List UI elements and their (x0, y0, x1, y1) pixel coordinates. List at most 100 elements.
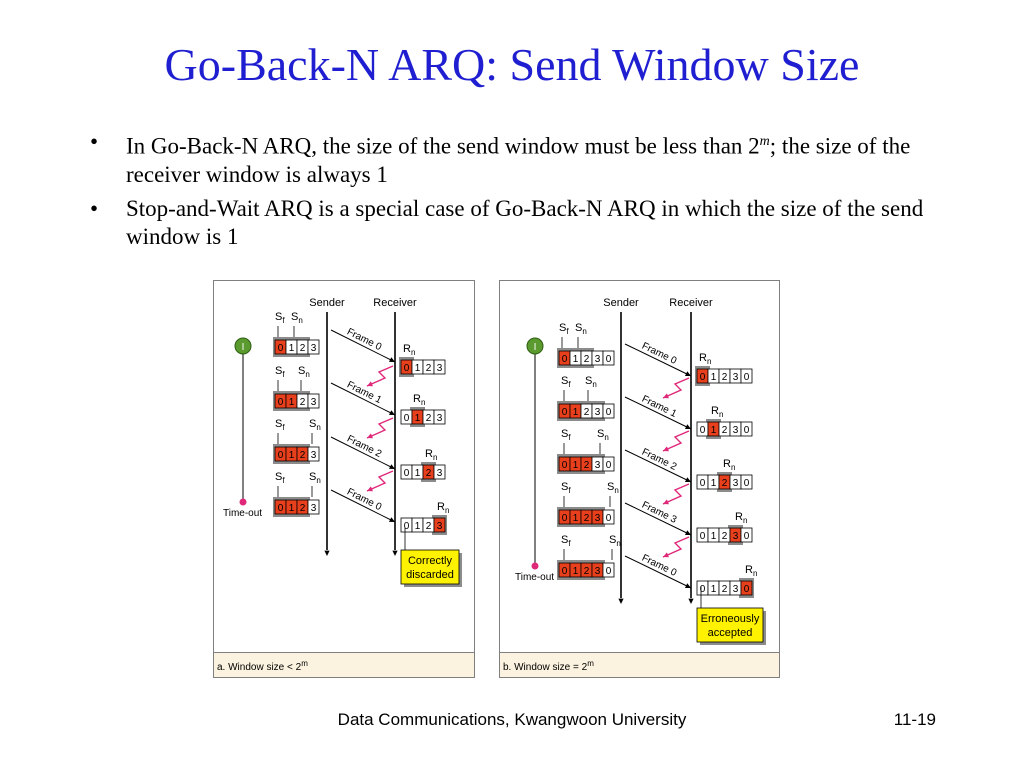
bullet-text: Stop-and-Wait ARQ is a special case of G… (126, 195, 924, 249)
bullet-item: • Stop-and-Wait ARQ is a special case of… (90, 195, 950, 251)
window-slot-number: 2 (300, 397, 306, 408)
sn-label: Sn (291, 311, 303, 325)
window-slot-number: 2 (426, 468, 432, 479)
window-slot-number: 0 (562, 460, 568, 471)
bullet-glyph: • (90, 195, 99, 221)
timeout-dot (239, 498, 247, 506)
bullet-superscript: m (759, 134, 770, 149)
footer-page-number: 11-19 (893, 710, 936, 729)
window-slot (740, 527, 753, 543)
lost-ack (662, 483, 690, 505)
window-slot-number: 2 (722, 531, 728, 542)
sn-label: Sn (607, 481, 619, 495)
window-slot-number: 1 (415, 363, 421, 374)
window-slot-number: 3 (437, 468, 443, 479)
sn-label: Sn (309, 418, 321, 432)
window-slot-number: 1 (711, 584, 717, 595)
frame-arrow (330, 382, 396, 416)
window-slot-number: 3 (595, 513, 601, 524)
window-slot (602, 403, 615, 419)
frame-arrow (330, 436, 396, 470)
receiver-timeline-arrowhead (392, 550, 398, 556)
sn-label: Sn (309, 471, 321, 485)
sn-label: Sn (609, 534, 621, 548)
slide-title: Go-Back-N ARQ: Send Window Size (164, 39, 860, 90)
window-slot (433, 359, 446, 375)
window-slot-number: 0 (744, 425, 750, 436)
frame-arrow (624, 502, 692, 536)
window-slot (307, 499, 320, 515)
window-slot (602, 456, 615, 472)
window-slot-number: 0 (700, 478, 706, 489)
timer-start-icon (234, 337, 252, 355)
frame-arrowhead (685, 530, 691, 535)
note-box (696, 607, 764, 643)
window-slot-number: 0 (606, 460, 612, 471)
window-slot-number: 1 (289, 450, 295, 461)
lost-ack (662, 536, 690, 558)
sender-timeline-arrowhead (618, 598, 624, 604)
lost-ack (366, 365, 394, 387)
note-text-line-1: Erroneously (701, 613, 760, 625)
window-slot-number: 3 (311, 503, 317, 514)
window-slot-number: 0 (562, 513, 568, 524)
sn-label: Sn (585, 375, 597, 389)
sf-label: Sf (559, 322, 569, 336)
panel-caption: b. Window size = 2m (503, 659, 594, 673)
window-slot-number: 0 (700, 372, 706, 383)
window-slot (307, 446, 320, 462)
frame-arrowhead (685, 583, 691, 588)
frame-arrowhead (389, 410, 395, 415)
window-slot-number: 1 (573, 566, 579, 577)
lost-ack (662, 377, 690, 399)
window-slot-number: 2 (722, 478, 728, 489)
window-slot-number: 1 (289, 343, 295, 354)
note-box (400, 549, 460, 585)
lost-ack-arrowhead (367, 433, 373, 439)
lost-ack-arrowhead (367, 381, 373, 387)
window-slot (602, 562, 615, 578)
frame-arrow (624, 555, 692, 589)
lost-ack-arrowhead (663, 393, 669, 399)
sf-label: Sf (275, 365, 285, 379)
lost-ack-arrowhead (663, 552, 669, 558)
rn-label: Rn (437, 501, 449, 515)
rn-label: Rn (403, 343, 415, 357)
lost-ack (366, 417, 394, 439)
window-slot-number: 0 (404, 468, 410, 479)
window-slot-number: 2 (426, 521, 432, 532)
note-text-line-2: accepted (708, 627, 753, 639)
lost-ack (366, 470, 394, 492)
window-slot-number: 1 (711, 531, 717, 542)
window-slot-number: 0 (562, 566, 568, 577)
window-slot-number: 0 (700, 531, 706, 542)
window-slot-number: 2 (584, 513, 590, 524)
window-slot-number: 0 (562, 407, 568, 418)
lost-ack-arrowhead (663, 499, 669, 505)
window-slot-number: 3 (595, 407, 601, 418)
window-slot-number: 3 (595, 354, 601, 365)
window-slot-number: 2 (584, 354, 590, 365)
window-slot-number: 3 (595, 566, 601, 577)
frame-arrowhead (389, 464, 395, 469)
window-slot-number: 0 (744, 478, 750, 489)
sf-label: Sf (275, 418, 285, 432)
window-slot-number: 2 (300, 503, 306, 514)
window-slot-number: 0 (562, 354, 568, 365)
window-slot-number: 3 (437, 363, 443, 374)
rn-label: Rn (699, 352, 711, 366)
frame-arrow (330, 489, 396, 523)
window-slot-number: 2 (722, 372, 728, 383)
sf-label: Sf (561, 375, 571, 389)
footer-course: Data Communications, Kwangwoon Universit… (337, 710, 687, 729)
